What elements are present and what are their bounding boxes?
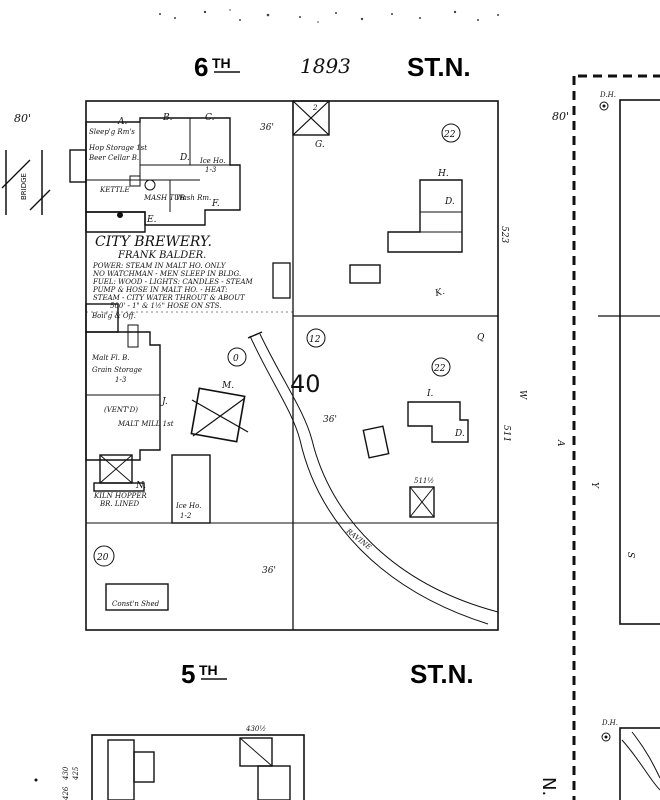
svg-text:426: 426: [62, 786, 70, 800]
lot-upper-left-number: 2: [312, 104, 318, 112]
lot-number-22-top: 22: [443, 130, 456, 140]
lot-k-mark: K.: [433, 287, 446, 299]
svg-text:MASH TUB: MASH TUB: [143, 194, 185, 202]
brewery-complex: A. B. C. Sleep'g Rm's Hop Storage 1st Be…: [69, 113, 254, 508]
svg-text:S: S: [625, 552, 635, 558]
brewery-owner: FRANK BALDER.: [117, 250, 206, 261]
svg-text:KILN HOPPER: KILN HOPPER: [93, 492, 147, 500]
svg-text:POWER: STEAM IN MALT HO. ONLY: POWER: STEAM IN MALT HO. ONLY: [92, 262, 227, 270]
lot-upper-mid-building: 2 G.: [292, 100, 330, 150]
svg-text:C.: C.: [205, 113, 215, 123]
address-511: 511: [501, 425, 511, 442]
svg-text:Ice Ho.: Ice Ho.: [199, 157, 225, 165]
street-bottom-number: 5: [181, 659, 195, 689]
svg-text:MALT MILL 1st: MALT MILL 1st: [117, 420, 174, 428]
north-arrow-label: N.: [538, 777, 559, 796]
svg-text:1-3: 1-3: [205, 166, 217, 174]
street-bottom: 5 TH ST.N.: [181, 659, 474, 689]
svg-text:N.: N.: [135, 481, 146, 491]
scan-noise: [159, 9, 499, 23]
svg-text:500' - 1" & 1½" HOSE ON STS.: 500' - 1" & 1½" HOSE ON STS.: [110, 302, 221, 310]
right-street-width: 80': [552, 110, 569, 123]
street-bottom-name: ST.N.: [410, 659, 474, 689]
street-bottom-suffix: TH: [199, 662, 218, 678]
svg-text:A: A: [555, 439, 565, 447]
block-bottom-outline: [91, 734, 305, 800]
map-year: 1893: [300, 54, 351, 78]
svg-text:B.: B.: [162, 113, 173, 123]
address-511-half: 511½: [414, 477, 434, 485]
svg-text:Beer Cellar B.: Beer Cellar B.: [88, 154, 139, 162]
svg-text:Hop Storage 1st: Hop Storage 1st: [88, 144, 147, 152]
building-m: 0 M.: [190, 347, 249, 443]
svg-text:STEAM - CITY WATER THROUT & AB: STEAM - CITY WATER THROUT & ABOUT: [93, 294, 246, 302]
svg-text:A.: A.: [117, 117, 127, 127]
street-top-suffix: TH: [212, 55, 231, 71]
svg-text:Ice Ho.: Ice Ho.: [175, 502, 201, 510]
svg-text:J.: J.: [160, 397, 168, 407]
lot-number-12: 12: [309, 335, 321, 345]
svg-text:Boil'g & Off.: Boil'g & Off.: [91, 312, 136, 320]
house-h: H. D.: [387, 169, 463, 253]
street-top-number: 6: [194, 52, 208, 82]
brewery-name: CITY BREWERY.: [95, 234, 212, 250]
alley-width-top: 36': [260, 123, 274, 133]
block-number: 40: [290, 370, 321, 398]
svg-text:Wash Rm.: Wash Rm.: [176, 194, 211, 202]
svg-text:1-2: 1-2: [180, 512, 192, 520]
ravine: RAVINE: [247, 331, 499, 625]
street-top-name: ST.N.: [407, 52, 471, 82]
construction-shed: Const'n Shed: [105, 583, 169, 611]
bridge-label: BRIDGE: [20, 173, 28, 200]
svg-text:(VENT'D): (VENT'D): [104, 406, 138, 414]
svg-text:D.: D.: [454, 429, 465, 439]
house-i: I. D.: [407, 389, 469, 443]
svg-text:BR. LINED: BR. LINED: [99, 500, 140, 508]
dh-top: D.H.: [599, 91, 616, 99]
ice-house-lower: Ice Ho. 1-2: [171, 454, 211, 524]
lot-number-22-mid: 22: [433, 364, 446, 374]
svg-text:I.: I.: [426, 389, 434, 399]
lot-q-mark: Q: [477, 333, 485, 343]
shed-511-half: 511½: [409, 477, 435, 518]
street-top: 6 TH ST.N.: [194, 52, 471, 82]
dh-bottom: D.H.: [601, 719, 618, 727]
svg-text:Const'n Shed: Const'n Shed: [112, 600, 160, 608]
svg-text:D.: D.: [444, 197, 455, 207]
svg-text:Grain Storage: Grain Storage: [92, 366, 142, 374]
left-street-width: 80': [14, 112, 31, 125]
lot-number-0: 0: [233, 354, 239, 364]
svg-text:1-3: 1-3: [115, 376, 127, 384]
svg-text:G.: G.: [315, 140, 325, 150]
svg-text:Malt Fl. B.: Malt Fl. B.: [91, 354, 130, 362]
bridge-symbol: BRIDGE: [1, 150, 51, 215]
svg-text:Y: Y: [589, 482, 599, 489]
svg-text:H.: H.: [437, 169, 449, 179]
alley-width-lower: 36': [262, 566, 276, 576]
svg-text:F.: F.: [211, 199, 220, 209]
svg-text:M.: M.: [221, 381, 234, 391]
svg-text:D.: D.: [179, 153, 190, 163]
alley-width-mid: 36': [323, 415, 337, 425]
svg-text:NO WATCHMAN - MEN SLEEP IN BLD: NO WATCHMAN - MEN SLEEP IN BLDG.: [92, 270, 241, 278]
svg-text:KETTLE: KETTLE: [99, 186, 130, 194]
svg-text:425: 425: [72, 766, 80, 781]
address-430-half: 430½: [245, 725, 266, 733]
svg-text:FUEL: WOOD - LIGHTS: CANDLES -: FUEL: WOOD - LIGHTS: CANDLES - STEAM: [92, 278, 254, 286]
svg-text:Sleep'g Rm's: Sleep'g Rm's: [89, 128, 135, 136]
svg-text:430: 430: [62, 766, 70, 781]
svg-text:PUMP & HOSE IN MALT HO. - HEAT: PUMP & HOSE IN MALT HO. - HEAT:: [92, 286, 227, 294]
svg-text:W: W: [517, 390, 527, 400]
address-523: 523: [499, 226, 509, 243]
svg-text:E.: E.: [146, 215, 157, 225]
lot-number-20: 20: [96, 553, 109, 563]
